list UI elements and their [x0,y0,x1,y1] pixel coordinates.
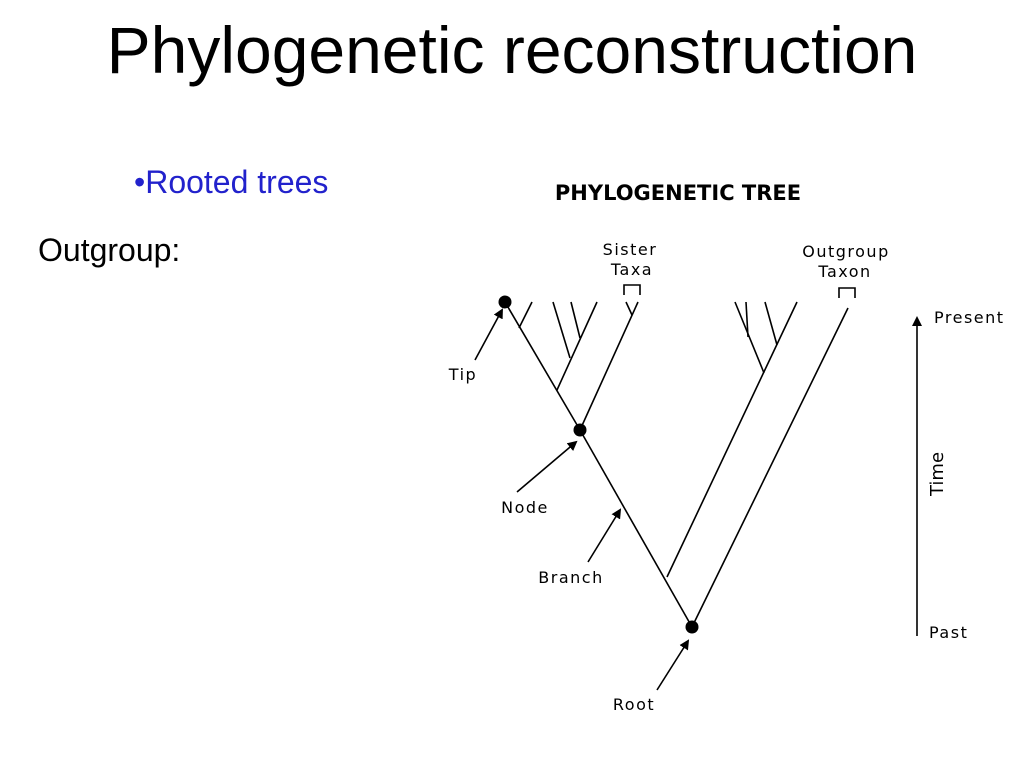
tree-branches [504,301,849,628]
root-arrow [656,639,690,691]
outgroup-taxon-label-line2: Taxon [817,262,871,281]
diagram-title: PHYLOGENETIC TREE [555,181,801,205]
root-label: Root [613,695,655,714]
slide-title: Phylogenetic reconstruction [106,13,918,87]
sister-taxa-label-line1: Sister [603,240,658,259]
node-label: Node [501,498,549,517]
past-label: Past [929,623,968,642]
outgroup-taxon-bracket [838,287,856,298]
sister-taxa-label-line2: Taxa [610,260,653,279]
node-dot [573,423,587,437]
tip-arrow [474,308,503,361]
present-label: Present [934,308,1005,327]
tip-dot [498,295,512,309]
outgroup-label: Outgroup: [38,232,181,268]
outgroup-taxon-label-line1: Outgroup [802,242,889,261]
branch-arrow [587,508,622,563]
tip-label: Tip [448,365,477,384]
sister-taxa-bracket [623,284,641,295]
node-arrow [516,440,578,493]
time-label: Time [927,452,948,497]
bullet-rooted-trees: •Rooted trees [134,164,329,200]
branch-label: Branch [538,568,603,587]
root-dot [685,620,699,634]
